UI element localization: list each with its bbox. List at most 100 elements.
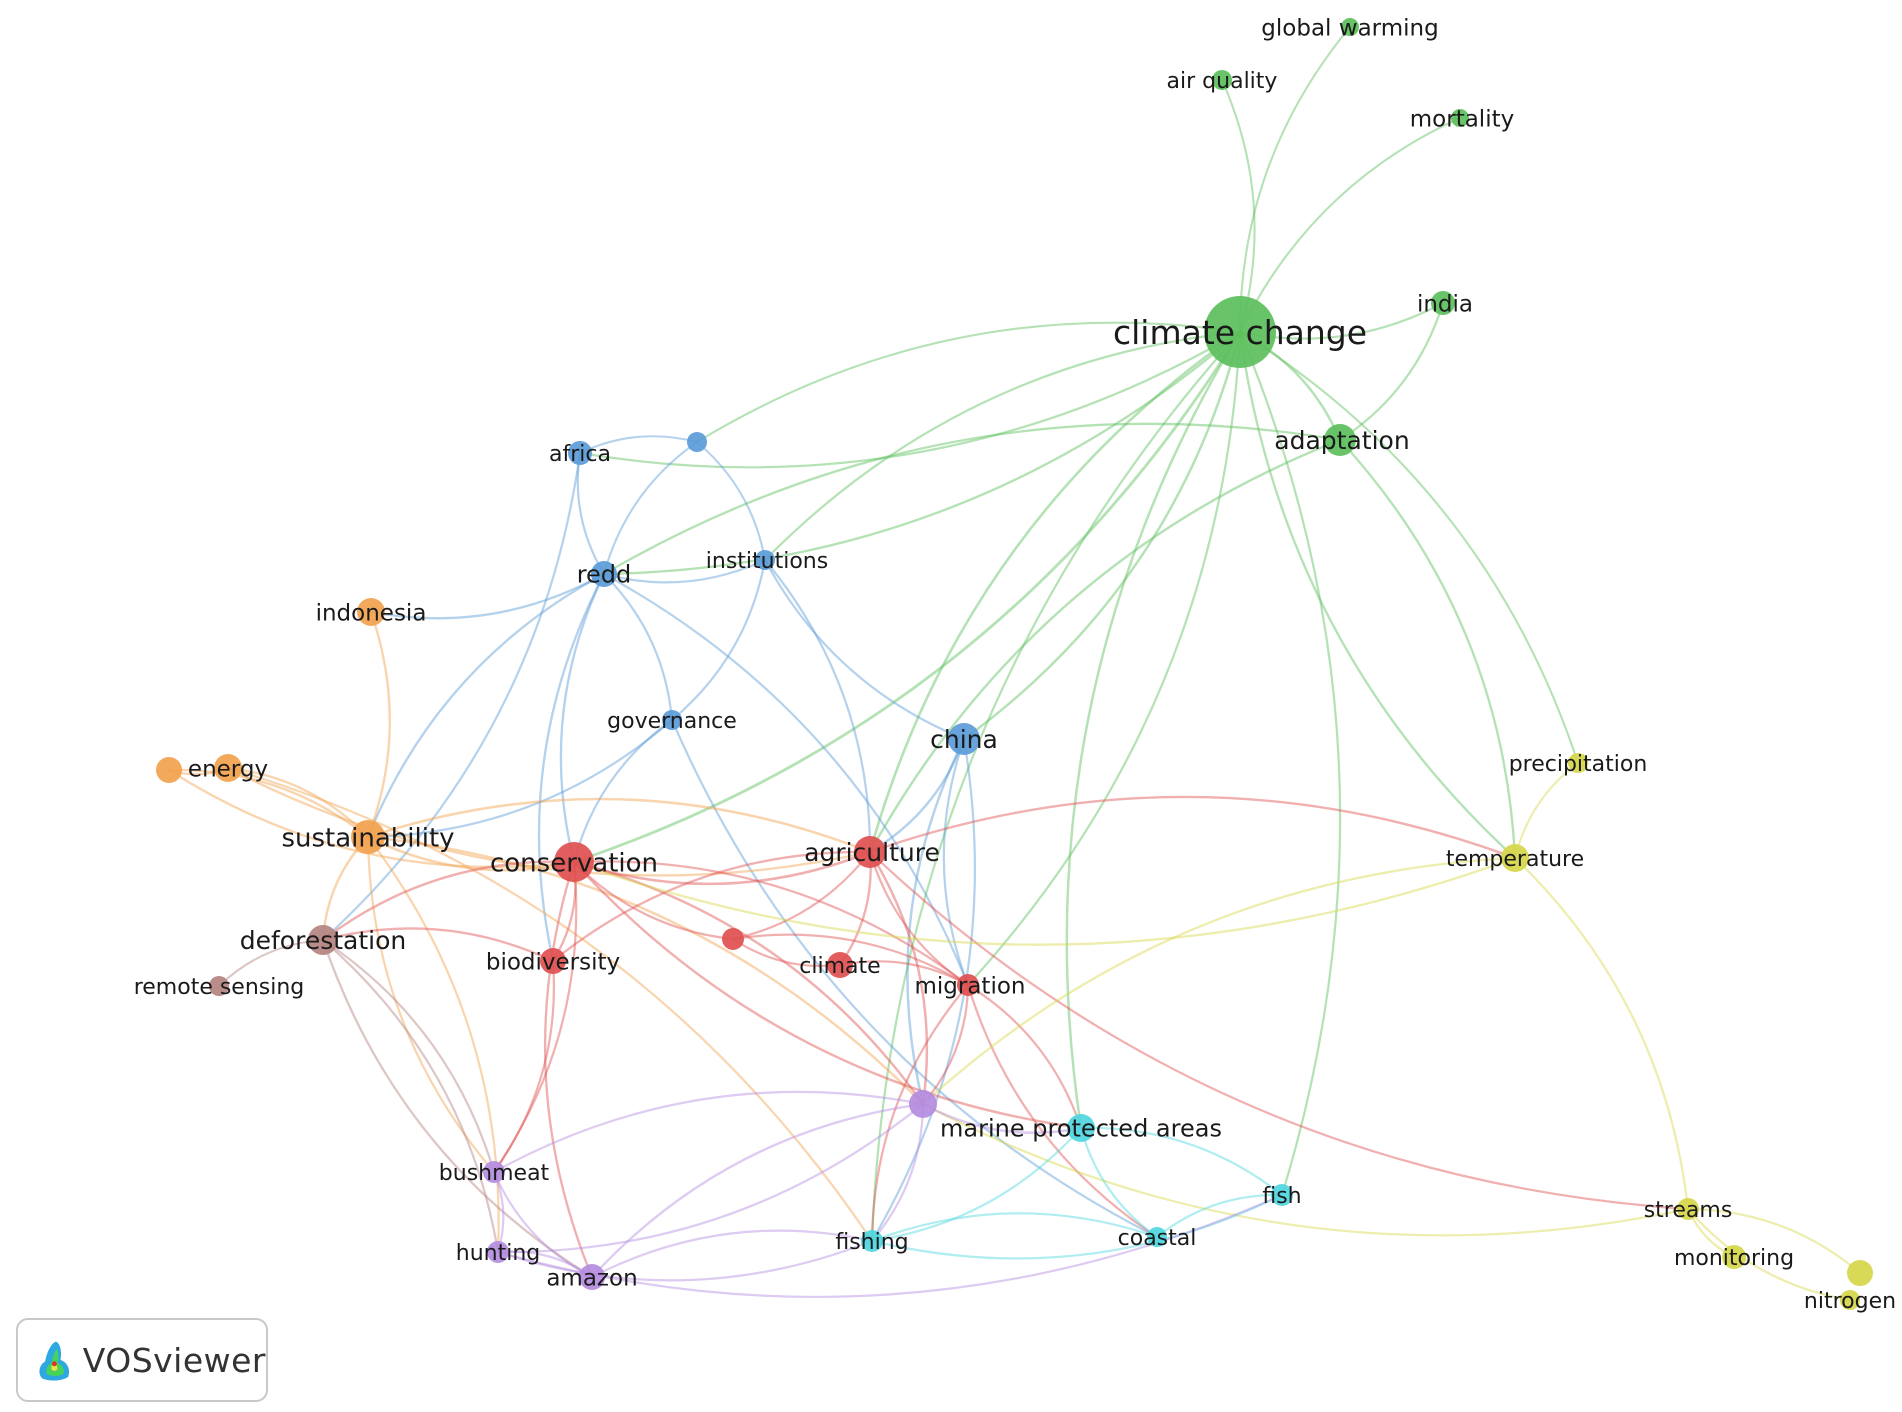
label-conservation: conservation (490, 848, 658, 878)
edge-energy-sustainability (226, 766, 370, 839)
edge-climate-change-global-warming (1238, 25, 1352, 334)
edge-precipitation-temperature (1513, 761, 1580, 860)
edge-conservation-purple-hub (572, 860, 925, 1106)
node-migration[interactable] (957, 974, 979, 996)
node-bushmeat[interactable] (483, 1161, 505, 1183)
label-deforestation: deforestation (240, 926, 407, 955)
label-energy: energy (188, 756, 268, 782)
node-nitrogen-a[interactable] (1847, 1260, 1873, 1286)
edge-climate-change-redd (602, 330, 1242, 576)
edge-redd-conservation (559, 572, 606, 864)
node-precipitation[interactable] (1568, 753, 1588, 773)
label-redd: redd (577, 561, 632, 589)
node-global-warming[interactable] (1341, 18, 1359, 36)
label-coastal: coastal (1118, 1226, 1197, 1251)
node-china[interactable] (948, 723, 980, 755)
node-climate-change[interactable] (1204, 296, 1276, 368)
label-remote-sensing: remote sensing (134, 975, 305, 1000)
label-adaptation: adaptation (1274, 426, 1409, 455)
node-redd[interactable] (591, 561, 617, 587)
label-india: india (1417, 291, 1473, 317)
label-migration: migration (914, 973, 1025, 999)
node-africa[interactable] (568, 441, 592, 465)
label-climate: climate (799, 954, 880, 979)
edge-governance-sustainability (366, 718, 674, 839)
edge-temperature-conservation (572, 856, 1517, 946)
node-deforestation[interactable] (308, 925, 338, 955)
label-monitoring: monitoring (1674, 1246, 1794, 1271)
node-hunting[interactable] (487, 1241, 509, 1263)
label-sustainability: sustainability (281, 823, 454, 853)
node-fish[interactable] (1271, 1184, 1293, 1206)
node-marine-protected-areas[interactable] (1067, 1114, 1095, 1142)
edge-redd-sustainability (366, 572, 606, 839)
edge-climate-change-africa (578, 330, 1242, 469)
node-unlabeled-blue[interactable] (687, 432, 707, 452)
edge-agriculture-temperature (868, 795, 1517, 860)
node-fishing[interactable] (861, 1230, 883, 1252)
node-biodiversity[interactable] (540, 948, 566, 974)
edge-climate-change-migration (966, 330, 1242, 987)
node-nitrogen[interactable] (1840, 1290, 1860, 1310)
network-labels: climate change global warming air quality m… (134, 15, 1896, 1314)
node-coastal[interactable] (1147, 1227, 1167, 1247)
node-india[interactable] (1431, 291, 1455, 315)
edge-china-fishing (870, 737, 976, 1243)
node-streams[interactable] (1677, 1198, 1699, 1220)
label-air-quality: air quality (1167, 69, 1278, 94)
label-climate-change: climate change (1113, 313, 1367, 352)
edge-purple-hub-amazon (590, 1102, 925, 1279)
node-sustainability[interactable] (351, 820, 385, 854)
node-energy-a[interactable] (156, 757, 182, 783)
label-institutions: institutions (706, 549, 828, 574)
edge-amazon-fishing (590, 1229, 874, 1279)
edge-agriculture-streams (868, 850, 1690, 1211)
node-conservation[interactable] (554, 842, 594, 882)
edge-marine-protected-areas-fish (1079, 1126, 1284, 1197)
vosviewer-logo: VOSviewer (16, 1318, 268, 1402)
edge-institutions-agriculture (763, 558, 872, 854)
node-purple-hub[interactable] (909, 1090, 937, 1118)
edge-streams-nitrogen-a (1686, 1207, 1862, 1275)
label-bushmeat: bushmeat (439, 1161, 550, 1186)
edge-conservation-migration (572, 860, 970, 987)
label-china: china (930, 725, 998, 754)
label-global-warming: global warming (1261, 15, 1438, 41)
node-air-quality[interactable] (1212, 70, 1232, 90)
edge-china-migration (942, 737, 970, 987)
network-edges (167, 25, 1862, 1302)
edge-purple-hub-marine-protected-areas (921, 1102, 1083, 1134)
label-hunting: hunting (456, 1241, 540, 1266)
node-monitoring[interactable] (1722, 1245, 1746, 1269)
node-remote-sensing[interactable] (209, 976, 229, 996)
node-red-unlabeled[interactable] (722, 928, 744, 950)
edge-energy-a-sustainability (167, 768, 370, 839)
node-indonesia[interactable] (357, 598, 385, 626)
edge-bushmeat-amazon (492, 1170, 594, 1279)
label-biodiversity: biodiversity (486, 949, 620, 975)
edge-adaptation-redd (602, 422, 1342, 576)
node-climate[interactable] (827, 952, 853, 978)
node-temperature[interactable] (1501, 844, 1529, 872)
node-energy[interactable] (214, 754, 242, 782)
edge-streams-nitrogen (1686, 1207, 1852, 1302)
node-institutions[interactable] (755, 550, 775, 570)
edge-institutions-governance (670, 558, 767, 722)
edge-unlabeled-blue-institutions (695, 440, 767, 562)
edge-red-unlabeled-migration (731, 933, 970, 987)
node-agriculture[interactable] (854, 836, 886, 868)
logo-text: VOSviewer (82, 1340, 266, 1380)
edge-agriculture-red-unlabeled (731, 850, 872, 941)
label-governance: governance (607, 709, 737, 734)
edge-china-purple-hub (906, 737, 966, 1106)
label-africa: africa (549, 442, 611, 467)
edge-fishing-marine-protected-areas (870, 1126, 1083, 1243)
node-governance[interactable] (662, 710, 682, 730)
edge-streams-purple-hub (921, 1102, 1690, 1237)
node-adaptation[interactable] (1324, 424, 1356, 456)
edge-migration-fishing (870, 983, 970, 1243)
node-mortality[interactable] (1451, 109, 1469, 127)
node-amazon[interactable] (579, 1264, 605, 1290)
edge-adaptation-agriculture (868, 438, 1342, 854)
